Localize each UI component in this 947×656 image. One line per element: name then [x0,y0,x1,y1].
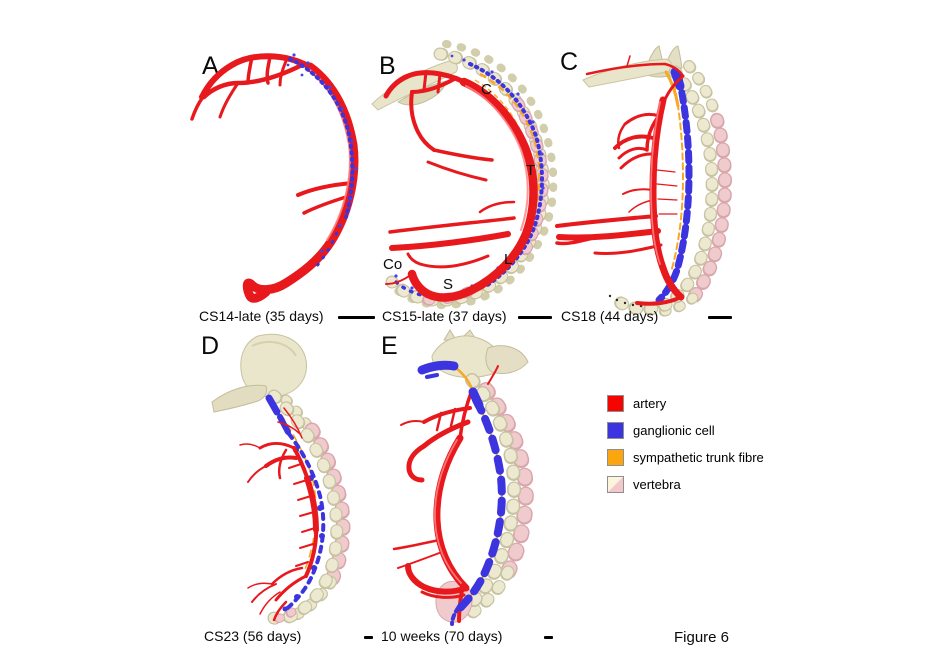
panel-e-letter: E [381,332,398,360]
artery-highlight [434,439,462,584]
artery-tree [383,70,538,302]
anatomy-label-cervical: C [481,81,492,98]
panel-a-letter: A [202,52,219,80]
panel-a-scale-bar [338,316,375,319]
ganglion-chain [417,360,506,626]
anatomy-label-thoracic: T [526,162,536,179]
legend: artery ganglionic cell sympathetic trunk… [607,395,764,503]
artery-tree [239,407,319,622]
vertebra-swatch [607,476,624,493]
panel-b-scale-bar [518,316,552,319]
ganglionic-cell-swatch [607,422,624,439]
legend-label-artery: artery [633,396,667,411]
panel-b-letter: B [379,52,396,80]
artery-tree [190,53,359,303]
artery-swatch [607,395,624,412]
panel-d-scale-bar [364,636,373,639]
panel-e-illustration [392,329,534,626]
ganglion-speckles [288,57,355,269]
panel-b-caption: CS15-late (37 days) [382,308,507,324]
panel-d-letter: D [201,332,220,360]
skull-shape [211,333,307,413]
artery-tree [555,55,685,306]
ganglion-dots [282,447,325,612]
figure-number-label: Figure 6 [674,629,730,646]
panel-a-illustration [190,53,359,303]
legend-item-artery: artery [607,395,764,412]
legend-item-vertebra: vertebra [607,476,764,493]
vertebra-column [612,60,732,318]
panel-c-letter: C [560,48,579,76]
panel-d-caption: CS23 (56 days) [204,628,302,644]
panel-c-scale-bar [708,316,732,319]
panel-e-caption: 10 weeks (70 days) [381,628,503,644]
artery-highlight [465,85,529,231]
panel-d-illustration [211,333,351,626]
artery-highlight [650,101,661,265]
panel-e-scale-bar [544,636,553,639]
legend-item-ganglionic-cell: ganglionic cell [607,422,764,439]
tail-speckles [608,294,643,308]
vertebra-swatch-pink-half [608,477,623,492]
cervical-vertebrae [431,329,529,378]
legend-label-vertebra: vertebra [633,477,681,492]
panel-a-caption: CS14-late (35 days) [199,308,324,324]
anatomy-label-lumbar: L [504,251,513,268]
legend-item-sympathetic-trunk-fibre: sympathetic trunk fibre [607,449,764,466]
ganglion-dots [286,53,358,253]
panel-c-caption: CS18 (44 days) [561,308,659,324]
sympathetic-fibre [273,403,317,573]
sympathetic-trunk-fibre-swatch [607,449,624,466]
vertebra-column [267,389,351,626]
sympathetic-fibre [664,70,685,273]
vertebra-column [458,373,534,621]
legend-label-ganglionic-cell: ganglionic cell [633,423,715,438]
anatomy-label-coccygeal: Co [383,256,403,273]
anatomy-label-sacral: S [443,276,454,293]
panel-b-illustration [371,40,558,309]
legend-label-sympathetic-trunk-fibre: sympathetic trunk fibre [633,450,764,465]
panel-c-illustration [555,45,732,318]
